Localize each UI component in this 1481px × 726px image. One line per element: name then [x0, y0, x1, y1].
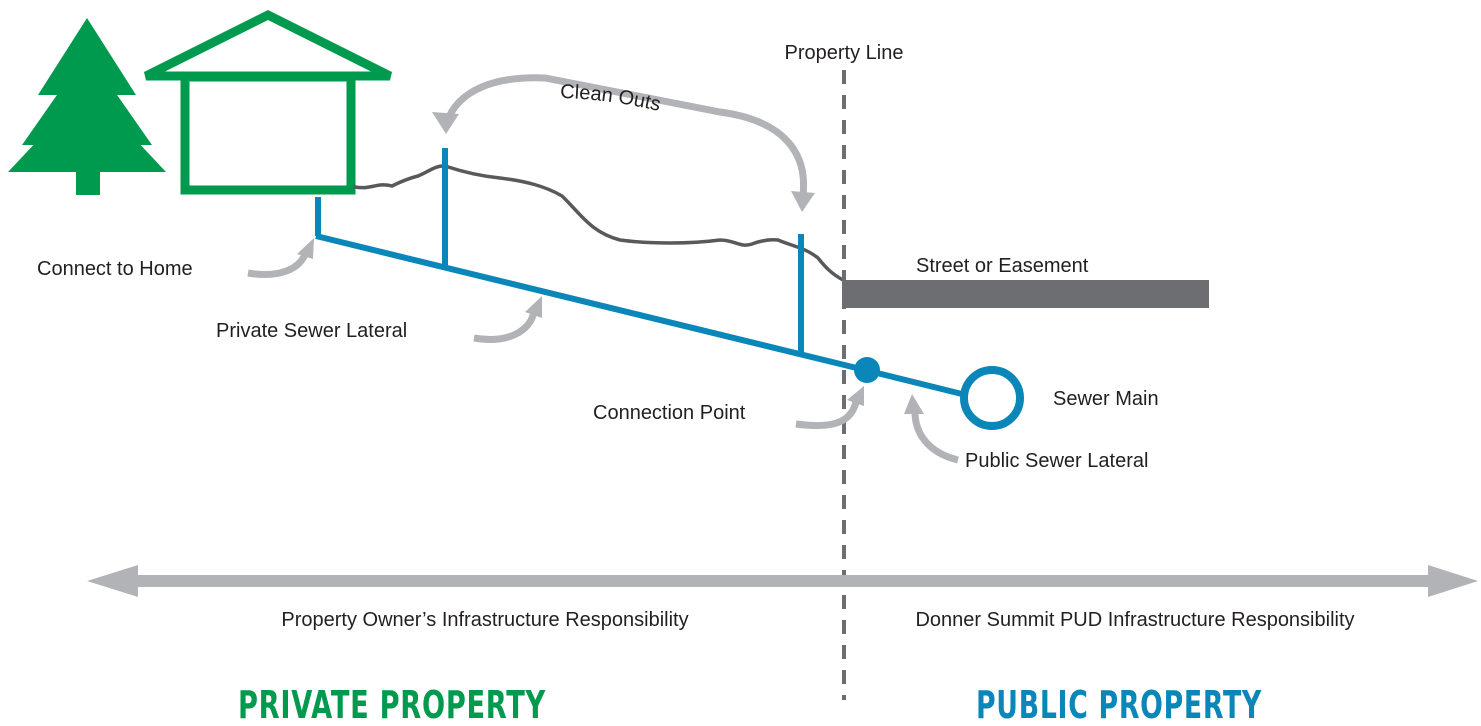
sewer-main-label: Sewer Main	[1053, 388, 1159, 410]
pud-responsibility-label: Donner Summit PUD Infrastructure Respons…	[915, 609, 1354, 631]
street-or-easement-label: Street or Easement	[916, 255, 1089, 277]
property-line-label: Property Line	[785, 42, 904, 64]
connect-to-home-pointer	[247, 238, 314, 278]
tree-icon	[8, 18, 166, 195]
house-icon	[143, 9, 393, 195]
connection-point-dot	[854, 357, 880, 383]
private-property-heading: PRIVATE PROPERTY	[238, 683, 546, 726]
public-sewer-lateral-pipe	[868, 368, 967, 398]
connect-to-home-label: Connect to Home	[37, 258, 193, 280]
public-property-heading: PUBLIC PROPERTY	[976, 683, 1262, 726]
public-sewer-lateral-pointer	[904, 394, 959, 464]
street-or-easement-bar	[842, 280, 1209, 308]
ground-surface-line	[353, 164, 845, 282]
connection-point-label: Connection Point	[593, 402, 746, 424]
private-sewer-lateral-label: Private Sewer Lateral	[216, 320, 407, 342]
clean-outs-arrow	[432, 74, 815, 212]
owner-responsibility-label: Property Owner’s Infrastructure Responsi…	[281, 609, 688, 631]
private-sewer-pipes	[315, 148, 870, 374]
public-sewer-lateral-label: Public Sewer Lateral	[965, 450, 1148, 472]
connection-point-pointer	[795, 386, 864, 429]
responsibility-arrow	[87, 565, 1478, 597]
sewer-main-circle	[960, 366, 1024, 430]
private-sewer-lateral-pointer	[473, 296, 542, 343]
clean-outs-label: Clean Outs	[560, 81, 663, 116]
